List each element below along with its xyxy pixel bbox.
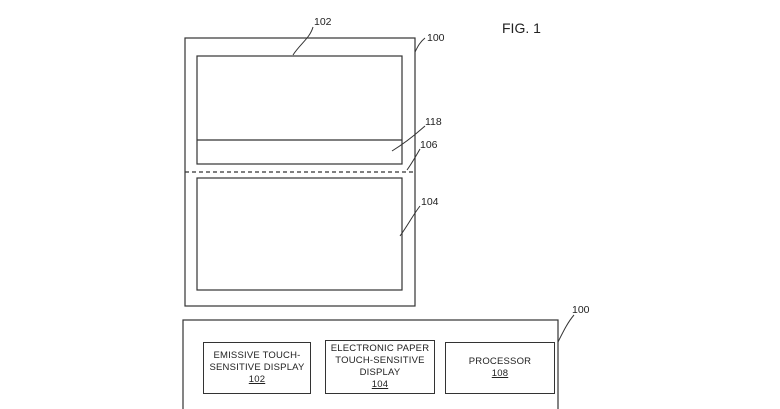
leader-106 [407,149,420,170]
component-number: 102 [249,374,265,386]
upper-display [197,56,402,164]
lower-display [197,178,402,290]
component-line2: SENSITIVE DISPLAY [209,362,304,374]
ref-100-bottom: 100 [572,304,590,316]
component-number: 104 [372,379,388,391]
component-epaper-display: ELECTRONIC PAPER TOUCH-SENSITIVE DISPLAY… [325,340,435,394]
component-processor: PROCESSOR 108 [445,342,555,394]
component-line1: ELECTRONIC PAPER [331,343,430,355]
component-number: 108 [492,368,508,380]
component-line2: TOUCH-SENSITIVE [335,355,424,367]
ref-106: 106 [420,139,438,151]
leader-102 [293,27,313,55]
ref-102: 102 [314,16,332,28]
ref-104: 104 [421,196,439,208]
leader-100-top [415,38,425,52]
component-emissive-display: EMISSIVE TOUCH- SENSITIVE DISPLAY 102 [203,342,311,394]
component-line1: PROCESSOR [469,356,532,368]
component-line3: DISPLAY [360,367,401,379]
figure-label: FIG. 1 [502,20,541,36]
leader-104 [400,206,420,236]
ref-100-top: 100 [427,32,445,44]
leader-100-bottom [558,315,574,342]
component-line1: EMISSIVE TOUCH- [213,350,300,362]
ref-118: 118 [425,116,442,128]
